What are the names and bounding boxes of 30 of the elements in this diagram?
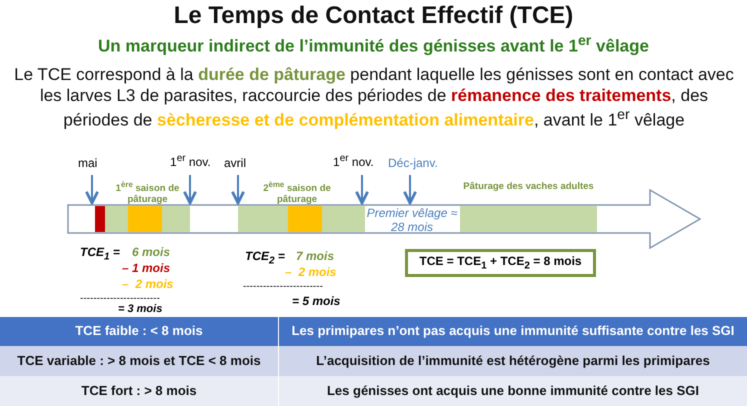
month-label: mai bbox=[78, 157, 98, 171]
value-label: 6 mois bbox=[132, 246, 170, 260]
month-label: Déc-janv. bbox=[388, 157, 438, 171]
table-cell: TCE variable : > 8 mois et TCE < 8 mois bbox=[0, 346, 278, 376]
table-cell: TCE fort : > 8 mois bbox=[0, 376, 278, 406]
table-cell: L’acquisition de l’immunité est hétérogène parmi les primipares bbox=[279, 346, 747, 376]
season-label: 2$^{ème}$ saison de pâturage bbox=[262, 180, 332, 206]
season-label: Pâturage des vaches adultes bbox=[462, 182, 595, 193]
value-label: – 2 mois bbox=[285, 266, 336, 280]
dashed-rule: ------------------------ bbox=[243, 281, 323, 292]
month-label: avril bbox=[224, 157, 246, 171]
table-cell: Les génisses ont acquis une bonne immunité contre les SGI bbox=[279, 376, 747, 406]
month-label: 1$^{er}$ nov. bbox=[170, 153, 211, 170]
result-label: = 3 mois bbox=[118, 303, 162, 316]
month-label: 1$^{er}$ nov. bbox=[333, 153, 374, 170]
result-label: = 5 mois bbox=[292, 295, 340, 309]
calving-label: Premier vêlage ≈ 28 mois bbox=[366, 207, 458, 235]
formula-box: TCE = TCE$_{1}$ + TCE$_{2}$ = 8 mois bbox=[405, 249, 596, 277]
equation-label: TCE$_{2}$ = bbox=[245, 250, 285, 267]
value-label: – 2 mois bbox=[122, 278, 174, 292]
value-label: 7 mois bbox=[296, 250, 334, 264]
intro-paragraph: Le TCE correspond à la durée de pâturage pendant laquelle les génisses sont en contact avec les larves L3 de parasites, raccourcie des périodes de rémanence des traitements, des périodes de sècheresse et de complémentation alimentaire, avant le 1$^{er}$ vêlage bbox=[13, 64, 735, 130]
table-header-cell: Les primipares n’ont pas acquis une immunité suffisante contre les SGI bbox=[279, 317, 747, 346]
table-header-cell: TCE faible : < 8 mois bbox=[0, 317, 278, 346]
value-label: – 1 mois bbox=[122, 262, 170, 276]
subtitle: Un marqueur indirect de l’immunité des génisses avant le 1$^{er}$ vêlage bbox=[97, 33, 650, 56]
dashed-rule: ------------------------ bbox=[80, 293, 160, 304]
title: Le Temps de Contact Effectif (TCE) bbox=[172, 2, 574, 30]
equation-label: TCE$_{1}$ = bbox=[80, 246, 120, 263]
season-label: 1$^{ère}$ saison de pâturage bbox=[114, 180, 180, 206]
